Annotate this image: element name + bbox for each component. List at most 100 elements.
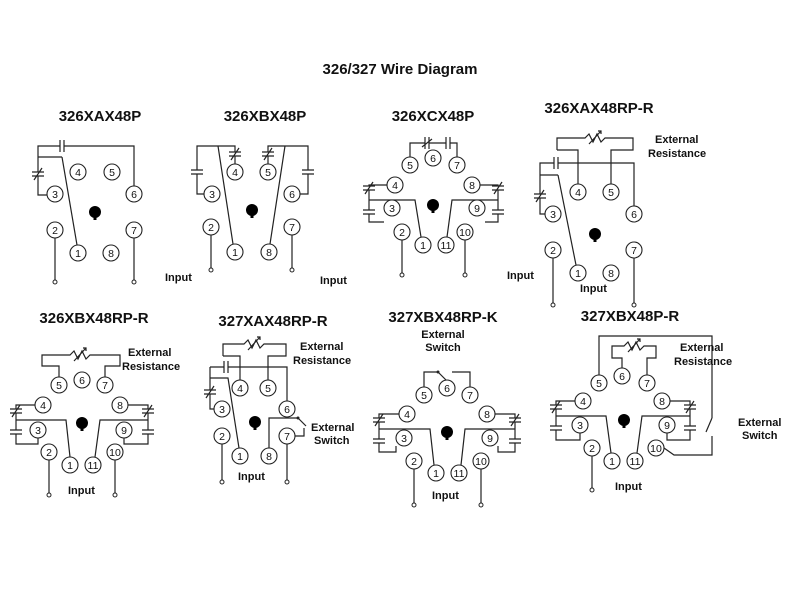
pin: 5 <box>259 163 277 181</box>
pin-number: 2 <box>52 225 58 237</box>
input-label: Input <box>615 481 642 493</box>
pin-number: 3 <box>401 433 407 445</box>
pin-number: 4 <box>404 409 410 421</box>
pin: 1 <box>603 452 621 470</box>
pin-number: 2 <box>208 222 214 234</box>
pin-number: 2 <box>399 227 405 239</box>
pin-number: 2 <box>219 431 225 443</box>
pin: 4 <box>398 405 416 423</box>
diagram-title: 326XBX48RP-R <box>39 310 148 327</box>
pin: 2 <box>40 443 58 461</box>
pin-number: 5 <box>109 167 115 179</box>
pin: 1 <box>61 456 79 474</box>
pin: 2 <box>583 439 601 457</box>
no-contact-icon <box>509 438 521 444</box>
no-contact-icon <box>373 438 385 444</box>
pin-number: 3 <box>550 209 556 221</box>
external-switch-label: External <box>421 329 464 341</box>
pin-number: 1 <box>420 240 426 252</box>
pin-number: 6 <box>131 189 137 201</box>
pin: 5 <box>50 376 68 394</box>
no-contact-icon <box>550 425 562 431</box>
pin-number: 7 <box>467 390 473 402</box>
input-label: Input <box>320 275 347 287</box>
key-dot-icon <box>427 199 439 213</box>
pin-number: 9 <box>664 420 670 432</box>
pin-number: 5 <box>421 390 427 402</box>
external-resistance-label: External <box>300 341 343 353</box>
diagram-326XBX48RP-R: 326XBX48RP-R External Resistance Input 5… <box>10 310 180 498</box>
diagram-title: 326XAX48P <box>59 108 142 125</box>
pin: 3 <box>383 199 401 217</box>
pin-number: 1 <box>609 456 615 468</box>
nc-contact-icon <box>363 181 375 195</box>
pin: 8 <box>260 243 278 261</box>
pin: 6 <box>73 371 91 389</box>
no-contact-icon <box>59 140 65 152</box>
pin: 1 <box>226 243 244 261</box>
external-resistance-label: Resistance <box>122 361 180 373</box>
terminal-icon <box>631 302 637 308</box>
pin-number: 4 <box>237 383 243 395</box>
resistor-icon <box>579 130 611 145</box>
pin: 3 <box>203 185 221 203</box>
no-contact-icon <box>302 169 314 175</box>
pin: 11 <box>450 464 468 482</box>
pin: 6 <box>283 185 301 203</box>
pin-number: 4 <box>575 187 581 199</box>
wire <box>539 137 635 305</box>
resistor-icon <box>238 336 270 351</box>
input-label: Input <box>507 270 534 282</box>
input-label: Input <box>580 283 607 295</box>
pin-number: 7 <box>131 225 137 237</box>
pin: 6 <box>125 185 143 203</box>
pin: 3 <box>544 205 562 223</box>
pin: 7 <box>461 386 479 404</box>
nc-contact-icon <box>204 385 216 399</box>
pin: 10 <box>456 223 474 241</box>
pin: 7 <box>638 374 656 392</box>
external-switch-label: Switch <box>742 430 778 442</box>
no-contact-icon <box>492 209 504 215</box>
no-contact-icon <box>363 209 375 215</box>
pin: 2 <box>544 241 562 259</box>
pin: 7 <box>125 221 143 239</box>
pin-number: 8 <box>484 409 490 421</box>
external-switch-label: External <box>311 422 354 434</box>
pin-number: 7 <box>454 160 460 172</box>
wire <box>37 145 135 282</box>
diagram-327XAX48RP-R: 327XAX48RP-R External Resistance Externa… <box>204 313 354 485</box>
external-resistance-label: Resistance <box>674 356 732 368</box>
pin: 6 <box>438 379 456 397</box>
pin: 1 <box>69 244 87 262</box>
pin-number: 3 <box>52 189 58 201</box>
key-dot-icon <box>249 416 261 430</box>
pin-number: 3 <box>35 425 41 437</box>
no-contact-icon <box>191 169 203 175</box>
nc-contact-icon <box>142 404 154 418</box>
pin: 10 <box>472 452 490 470</box>
pin: 3 <box>213 400 231 418</box>
pin-number: 2 <box>46 447 52 459</box>
pin-number: 5 <box>265 383 271 395</box>
key-dot-icon <box>246 204 258 218</box>
no-contact-icon <box>223 361 229 373</box>
key-dot-icon <box>441 426 453 440</box>
pin-number: 8 <box>266 451 272 463</box>
external-switch-label: Switch <box>425 342 461 354</box>
pin-number: 1 <box>433 468 439 480</box>
nc-contact-icon <box>550 400 562 414</box>
page-title: 326/327 Wire Diagram <box>323 61 478 78</box>
pin: 8 <box>111 396 129 414</box>
terminal-icon <box>219 479 225 485</box>
terminal-icon <box>589 487 595 493</box>
nc-contact-icon <box>684 400 696 414</box>
pin: 7 <box>625 241 643 259</box>
diagram-326XAX48RP-R: 326XAX48RP-R External Resistance Input I… <box>507 100 706 308</box>
pin: 11 <box>437 236 455 254</box>
pin: 8 <box>653 392 671 410</box>
external-resistance-label: Resistance <box>293 355 351 367</box>
